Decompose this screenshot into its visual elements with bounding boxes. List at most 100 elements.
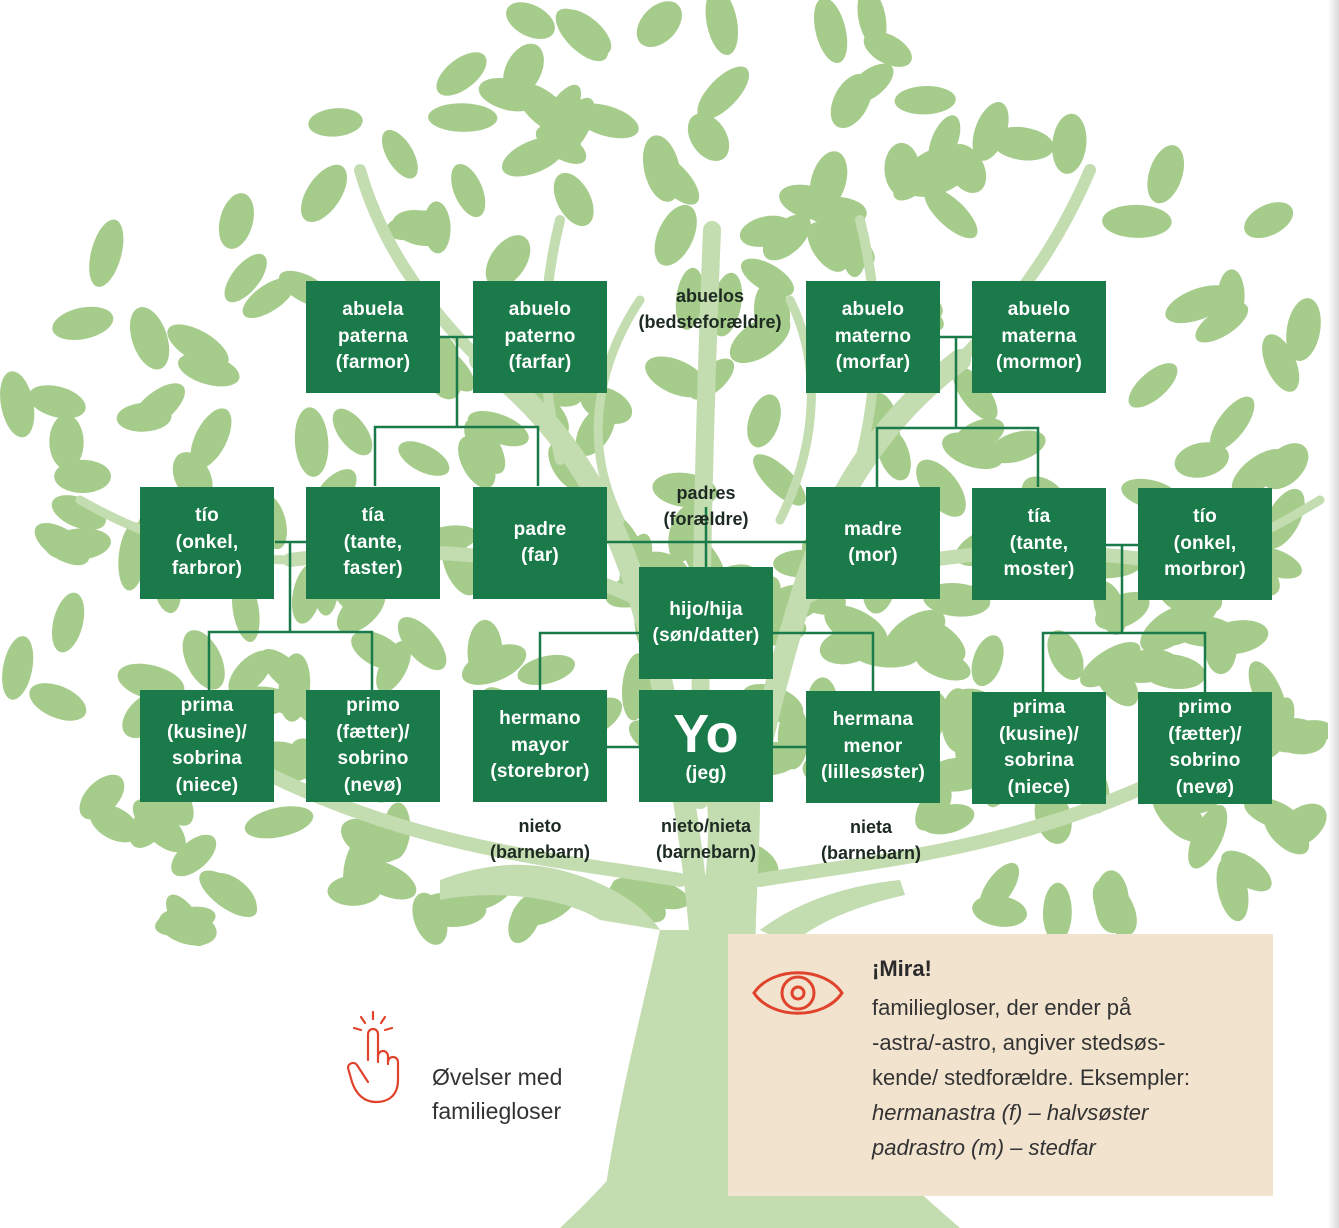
node-text: materno xyxy=(834,325,912,347)
node-text: tía xyxy=(1027,506,1051,528)
node-text: (jeg) xyxy=(685,763,727,784)
leaf xyxy=(894,85,956,115)
leaf xyxy=(428,103,498,132)
node-primo-paternal: primo (fætter)/ sobrino (nevø) xyxy=(306,690,440,802)
leaf xyxy=(381,129,418,179)
leaf xyxy=(260,648,310,696)
node-text: tío xyxy=(1193,506,1217,528)
node-text: (onkel, xyxy=(175,531,239,553)
leaf xyxy=(391,209,449,247)
node-text: (søn/datter) xyxy=(652,625,760,646)
leaf xyxy=(636,1,682,48)
mira-note-box: ¡Mira! familiegloser, der ender på -astr… xyxy=(728,934,1273,1196)
leaf xyxy=(846,63,894,104)
leaf xyxy=(979,862,1020,913)
label-text: (barnebarn) xyxy=(655,842,756,862)
label-nieto: nieto (barnebarn) xyxy=(470,813,610,865)
note-line: familiegloser, der ender på xyxy=(872,995,1132,1020)
leaf xyxy=(1052,113,1087,174)
leaf xyxy=(946,143,987,194)
node-text: (kusine)/ xyxy=(167,721,247,743)
leaf xyxy=(1102,204,1172,238)
node-abuelo-materno: abuelo materno (morfar) xyxy=(806,281,940,393)
node-primo-maternal: primo (fætter)/ sobrino (nevø) xyxy=(1138,692,1272,804)
leaf xyxy=(942,432,1004,470)
node-text: abuelo xyxy=(508,299,572,321)
leaf xyxy=(611,878,666,923)
node-tia-maternal: tía (tante, moster) xyxy=(972,488,1106,600)
leaf xyxy=(642,135,681,202)
leaf xyxy=(129,307,170,370)
eye-icon xyxy=(750,958,846,1028)
leaf xyxy=(1047,630,1084,680)
leaf xyxy=(190,408,232,469)
node-text: primo xyxy=(346,695,400,716)
label-text: (barnebarn) xyxy=(489,842,590,862)
leaf xyxy=(416,891,487,928)
node-abuelo-paterno: abuelo paterno (farfar) xyxy=(473,281,607,393)
leaf xyxy=(1140,604,1199,653)
leaf xyxy=(553,172,594,227)
node-hermana-menor: hermana menor (lillesøster) xyxy=(806,691,940,803)
node-text: tío xyxy=(195,505,219,527)
leaf xyxy=(54,459,112,493)
leaf xyxy=(376,640,412,693)
node-text: (tante, xyxy=(343,531,403,553)
node-text: (onkel, xyxy=(1173,532,1237,554)
node-text: (nevø) xyxy=(1175,776,1235,798)
leaf xyxy=(1140,653,1206,690)
leaf xyxy=(777,705,809,770)
node-text: madre xyxy=(843,518,903,540)
node-text: prima xyxy=(1012,697,1066,718)
leaf xyxy=(485,235,531,288)
node-text: (niece) xyxy=(1007,776,1071,798)
leaf xyxy=(132,799,186,853)
leaf xyxy=(51,592,85,653)
node-prima-paternal: prima (kusine)/ sobrina (niece) xyxy=(140,690,274,802)
note-body: familiegloser, der ender på -astra/-astr… xyxy=(872,990,1267,1165)
tree-leaves xyxy=(0,0,1333,947)
leaf xyxy=(1262,334,1300,392)
label-padres: padres (forældre) xyxy=(626,480,786,532)
leaf xyxy=(941,688,975,753)
leaf xyxy=(467,410,529,447)
leaf xyxy=(1147,145,1185,204)
label-text: nieto xyxy=(518,816,562,836)
node-yo: Yo (jeg) xyxy=(639,690,773,802)
leaf xyxy=(687,113,730,162)
leaf xyxy=(580,386,633,424)
node-hermano-mayor: hermano mayor (storebror) xyxy=(473,690,607,802)
node-text: (far) xyxy=(521,545,559,566)
hand-pointer-icon[interactable] xyxy=(342,1010,404,1108)
leaf xyxy=(294,407,329,477)
note-line-example: hermanastra (f) – halvsøster xyxy=(872,1100,1149,1125)
leaf xyxy=(988,430,1046,464)
leaf xyxy=(1188,804,1228,869)
leaf xyxy=(1128,363,1178,408)
node-text: sobrina xyxy=(171,748,243,769)
node-text: (tante, xyxy=(1009,532,1069,554)
label-text: padres xyxy=(676,483,736,503)
label-text: (forældre) xyxy=(663,509,749,529)
node-text: moster) xyxy=(1003,559,1075,581)
leaf xyxy=(398,441,450,476)
label-text: nieta xyxy=(849,817,892,837)
note-line: -astra/-astro, angiver stedsøs- xyxy=(872,1030,1166,1055)
exercise-link-text[interactable]: Øvelser med familiegloser xyxy=(432,1060,562,1128)
node-hijo-hija: hijo/hija (søn/datter) xyxy=(639,567,773,679)
note-title: ¡Mira! xyxy=(872,956,932,981)
leaf xyxy=(218,193,254,249)
leaf xyxy=(501,136,566,177)
leaf xyxy=(182,630,225,690)
leaf xyxy=(813,0,848,64)
node-text: abuela xyxy=(342,299,404,321)
leaf xyxy=(555,8,609,62)
leaf xyxy=(1268,718,1327,755)
leaf xyxy=(224,253,267,303)
leaf xyxy=(458,436,496,489)
leaf xyxy=(1231,448,1287,496)
node-text: primo xyxy=(1178,697,1232,718)
leaf xyxy=(508,893,542,944)
node-text-yo: Yo xyxy=(673,704,739,764)
node-text: abuelo xyxy=(1007,299,1071,321)
